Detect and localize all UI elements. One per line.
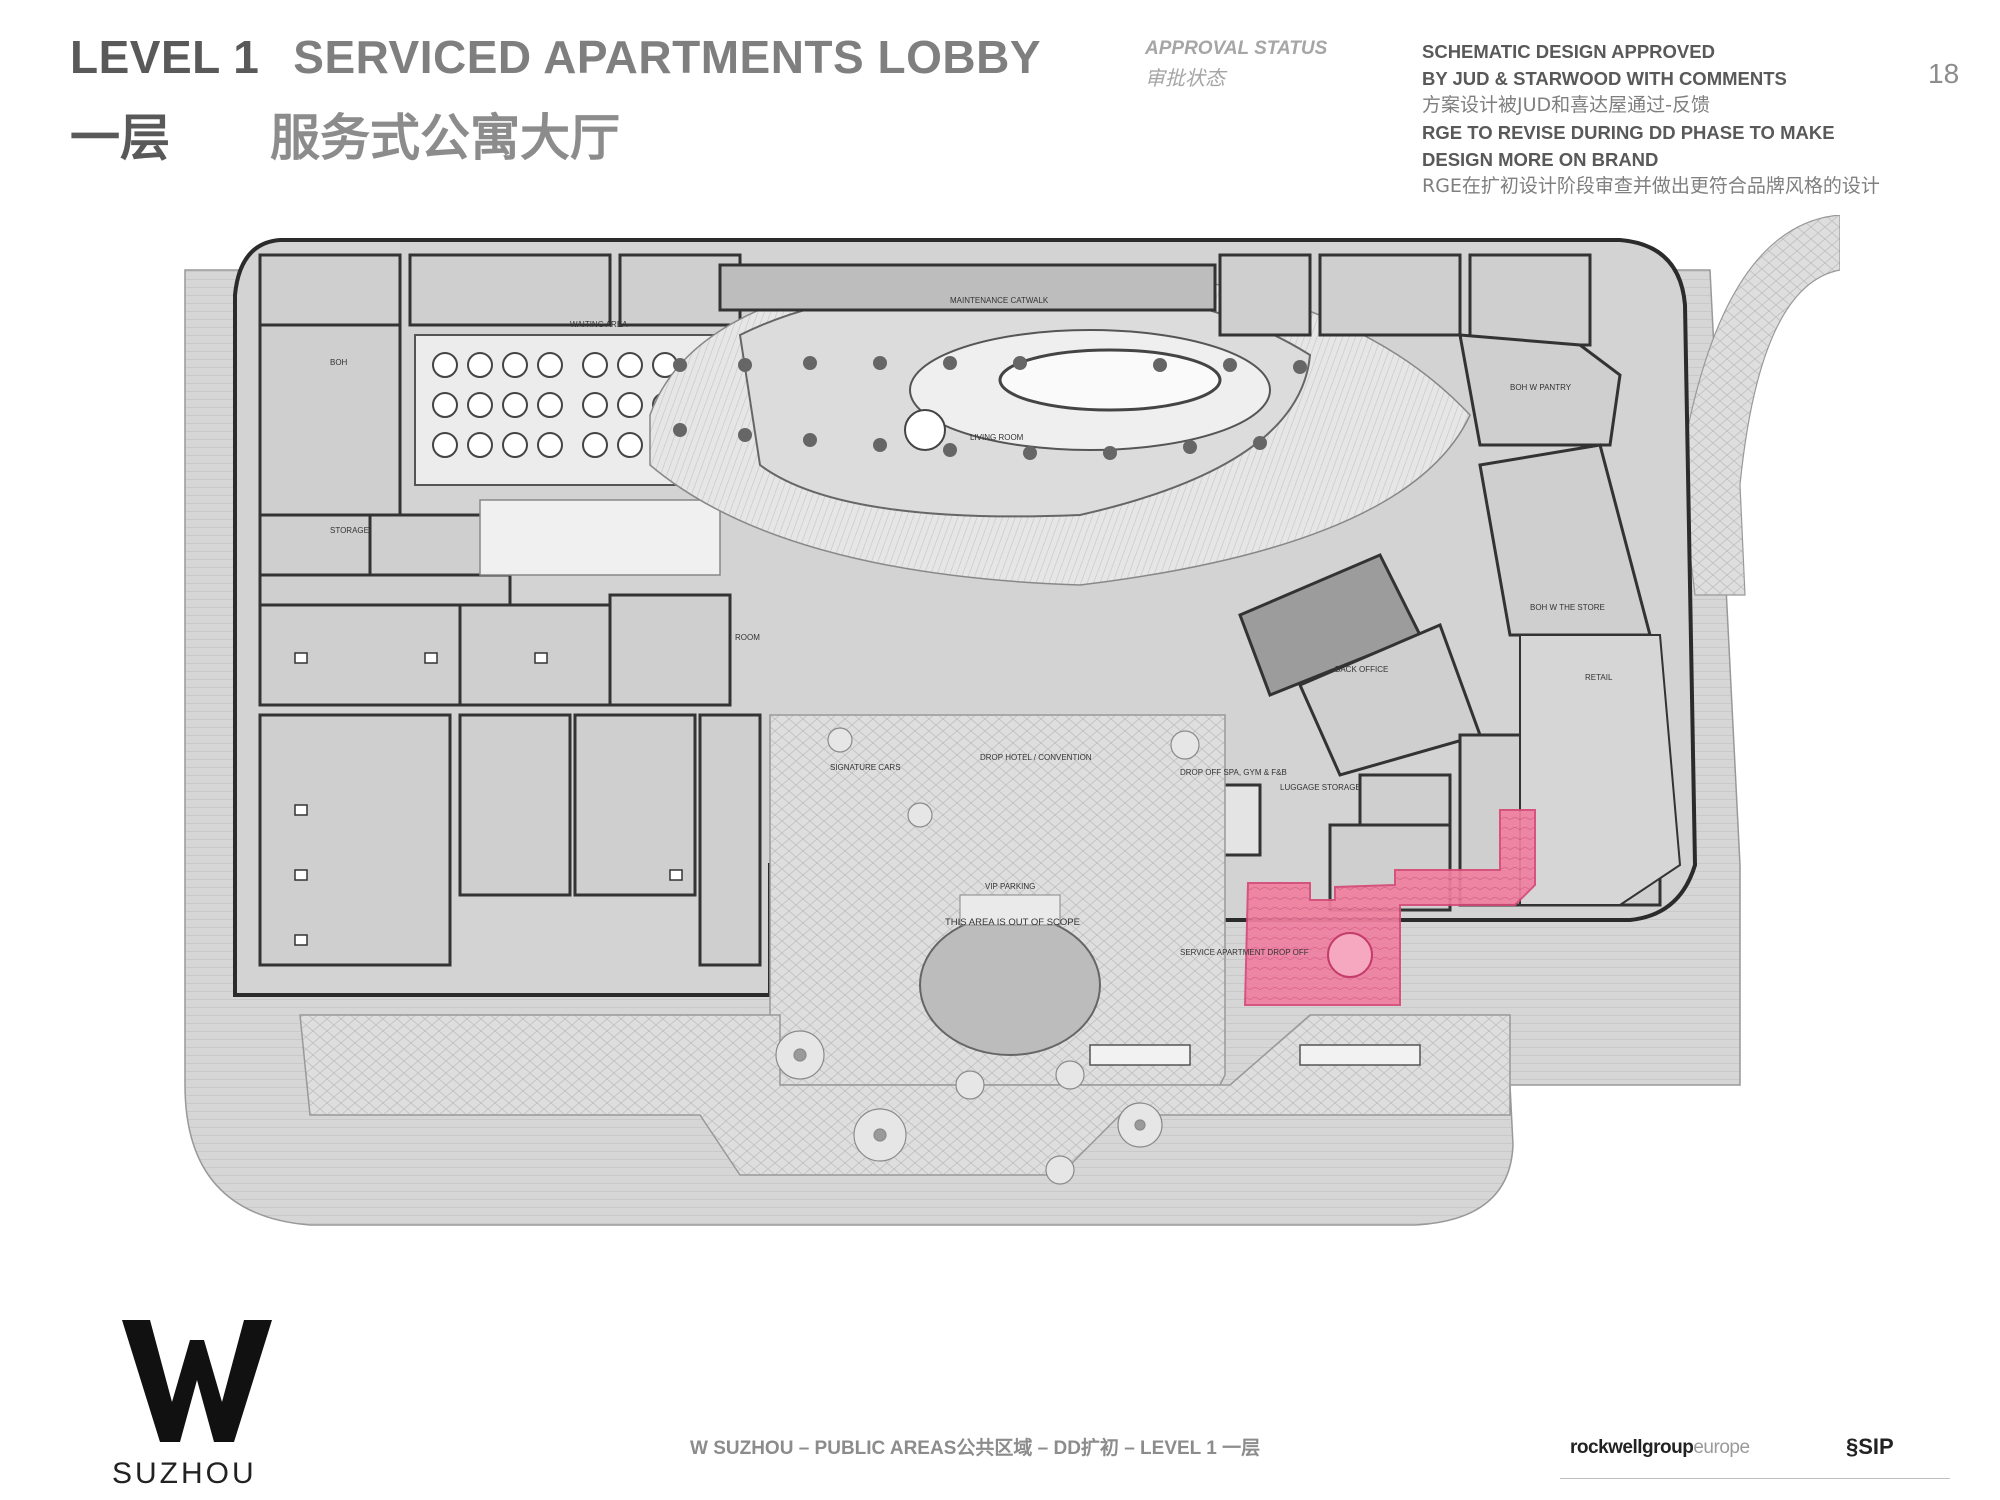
level-label: LEVEL 1 <box>70 31 260 83</box>
label-vip-parking: VIP PARKING <box>985 882 1035 891</box>
title-label: SERVICED APARTMENTS LOBBY <box>293 31 1041 83</box>
firm-logo: rockwellgroupeurope <box>1570 1437 1750 1459</box>
bench <box>1089 1044 1191 1066</box>
title-label-cn: 服务式公寓大厅 <box>270 109 620 167</box>
plaza-paving <box>299 1014 1511 1176</box>
elevator-core <box>1218 783 1262 857</box>
maintenance-catwalk <box>718 263 1217 312</box>
prefunction-area <box>479 499 721 576</box>
label-boh-pantry: BOH W PANTRY <box>1510 383 1572 392</box>
label-retail: RETAIL <box>1585 673 1613 682</box>
page-title-cn: 一层 服务式公寓大厅 <box>70 98 620 170</box>
status-line: SCHEMATIC DESIGN APPROVED <box>1422 41 1715 62</box>
footer-divider <box>1560 1478 1950 1479</box>
highlight-feature <box>1327 932 1373 978</box>
label-out-of-scope: THIS AREA IS OUT OF SCOPE <box>945 917 1080 928</box>
label-boh-store: BOH W THE STORE <box>1530 603 1605 612</box>
status-line: BY JUD & STARWOOD WITH COMMENTS <box>1422 68 1787 89</box>
firm-name: rockwellgroup <box>1570 1437 1694 1458</box>
label-living-room: LIVING ROOM <box>970 433 1024 442</box>
label-service-drop: SERVICE APARTMENT DROP OFF <box>1180 948 1309 957</box>
lounge-circle <box>904 409 946 451</box>
banquet-tables <box>432 352 713 458</box>
label-luggage: LUGGAGE STORAGE <box>1280 783 1361 792</box>
w-logo-icon <box>122 1320 272 1442</box>
status-line: DESIGN MORE ON BRAND <box>1422 149 1659 170</box>
out-of-scope-area <box>919 914 1101 1056</box>
page-title: LEVEL 1 SERVICED APARTMENTS LOBBY <box>70 30 1041 84</box>
label-back-office: BACK OFFICE <box>1335 665 1388 674</box>
partner-s-icon: § <box>1846 1434 1859 1459</box>
label-signature-cars: SIGNATURE CARS <box>830 763 901 772</box>
vip-parking <box>959 894 1061 926</box>
approval-status-block: SCHEMATIC DESIGN APPROVED BY JUD & STARW… <box>1422 38 1962 200</box>
partner-logo: §SIP <box>1846 1434 1894 1460</box>
entry-ramp <box>1679 215 1840 596</box>
footer-title: W SUZHOU – PUBLIC AREAS公共区域 – DD扩初 – LEV… <box>690 1438 1261 1459</box>
status-line: 方案设计被JUD和喜达屋通过-反馈 <box>1422 94 1710 116</box>
firm-suffix: europe <box>1693 1437 1750 1458</box>
serviced-apartments-lobby-highlight <box>1243 809 1536 1006</box>
lobby-columns <box>673 356 1307 460</box>
status-line: RGE在扩初设计阶段审查并做出更符合品牌风格的设计 <box>1422 175 1880 197</box>
bench <box>1299 1044 1421 1066</box>
label-drop-off-spa: DROP OFF SPA, GYM & F&B <box>1180 768 1287 777</box>
trees <box>775 727 1200 1185</box>
pillars <box>294 652 683 946</box>
floor-plan: WAITING AREA BOH STORAGE LIVING ROOM MAI… <box>184 215 1840 1226</box>
brand-city: SUZHOU <box>112 1457 257 1490</box>
label-boh: BOH <box>330 358 348 367</box>
boh-rooms <box>258 253 762 967</box>
status-line: RGE TO REVISE DURING DD PHASE TO MAKE <box>1422 122 1835 143</box>
partner-name: SIP <box>1858 1434 1894 1459</box>
label-maintenance: MAINTENANCE CATWALK <box>950 296 1049 305</box>
bar-ellipse <box>998 348 1222 412</box>
label-storage: STORAGE <box>330 526 369 535</box>
approval-status-label-cn: 审批状态 <box>1145 66 1225 90</box>
label-room: ROOM <box>735 633 760 642</box>
level-label-cn: 一层 <box>70 109 170 167</box>
label-waiting-area: WAITING AREA <box>570 320 628 329</box>
approval-status-label: APPROVAL STATUS <box>1145 38 1328 59</box>
page-number: 18 <box>1928 58 1960 89</box>
label-drop-hotel: DROP HOTEL / CONVENTION <box>980 753 1092 762</box>
